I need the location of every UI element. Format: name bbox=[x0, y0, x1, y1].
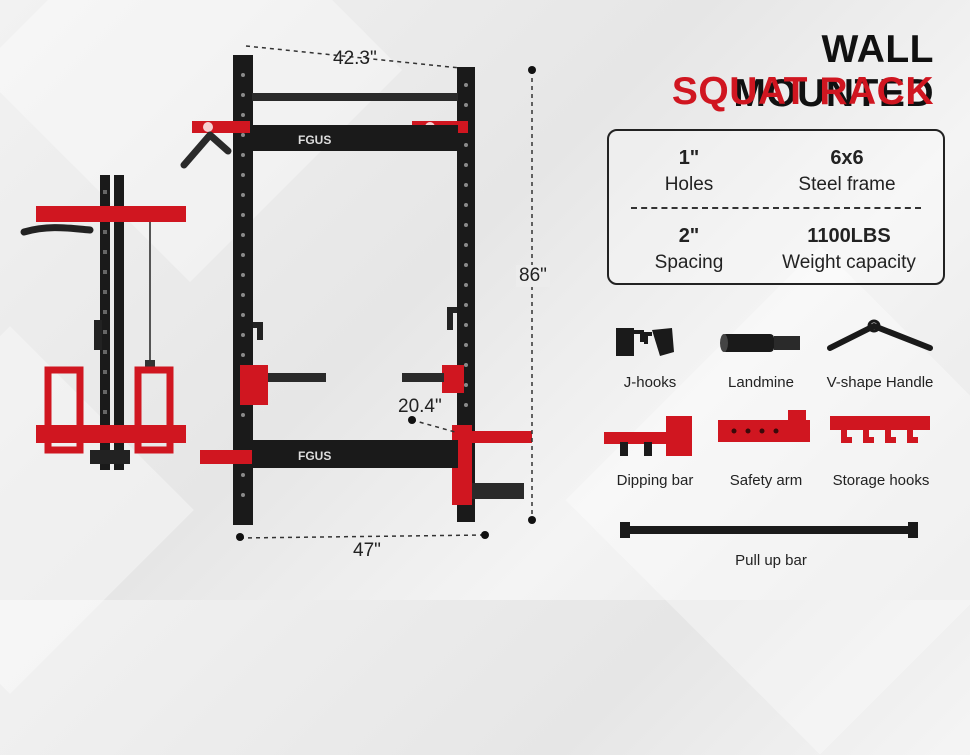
j-hooks-image bbox=[616, 328, 674, 356]
spec-weight-capacity: 1100LBS Weight capacity bbox=[769, 225, 929, 274]
dimension-dot bbox=[481, 531, 489, 539]
spec-holes: 1" Holes bbox=[639, 147, 739, 196]
dimension-height: 86" bbox=[516, 265, 550, 287]
title-line-2: SQUAT RACK bbox=[671, 70, 934, 113]
rack-front-view-image: FGUS FGUS bbox=[180, 55, 532, 525]
spec-box: 1" Holes 6x6 Steel frame 2" Spacing 1100… bbox=[607, 129, 945, 285]
spec-steel-frame: 6x6 Steel frame bbox=[777, 147, 917, 196]
safety-arm-image bbox=[718, 410, 810, 442]
dimension-top-width: 42.3" bbox=[333, 48, 377, 69]
spec-label: Weight capacity bbox=[782, 252, 916, 273]
accessory-label-j-hooks: J-hooks bbox=[623, 374, 677, 391]
spec-value: 6x6 bbox=[830, 147, 864, 169]
v-shape-handle-image bbox=[827, 319, 933, 351]
accessory-label-pull-up-bar: Pull up bar bbox=[735, 552, 807, 569]
accessory-label-safety-arm: Safety arm bbox=[729, 472, 803, 489]
rack-side-view-image bbox=[20, 175, 186, 470]
spec-divider bbox=[631, 207, 921, 209]
title-line-1: WALL MOUNTED bbox=[733, 28, 934, 115]
spec-label: Spacing bbox=[654, 252, 724, 273]
spec-spacing: 2" Spacing bbox=[639, 225, 739, 274]
dimension-bottom-width: 47" bbox=[353, 540, 381, 561]
accessory-label-storage-hooks: Storage hooks bbox=[832, 472, 930, 489]
dimension-dot bbox=[528, 516, 536, 524]
spec-label: Holes bbox=[664, 174, 714, 195]
dimension-dot bbox=[528, 66, 536, 74]
storage-hooks-image bbox=[830, 416, 930, 443]
dimension-depth: 20.4" bbox=[398, 396, 442, 417]
accessory-label-v-shape-handle: V-shape Handle bbox=[826, 374, 934, 391]
spec-value: 1" bbox=[678, 147, 700, 169]
accessory-label-dipping-bar: Dipping bar bbox=[616, 472, 694, 489]
dimension-dot bbox=[408, 416, 416, 424]
spec-label: Steel frame bbox=[798, 174, 896, 195]
dimension-dot bbox=[236, 533, 244, 541]
brand-logo-top: FGUS bbox=[298, 133, 331, 147]
accessory-label-landmine: Landmine bbox=[728, 374, 794, 391]
brand-logo-bottom: FGUS bbox=[298, 449, 331, 463]
pull-up-bar-image bbox=[620, 522, 918, 538]
spec-value: 2" bbox=[678, 225, 700, 247]
dimension-lines bbox=[239, 45, 533, 539]
spec-value: 1100LBS bbox=[807, 225, 891, 247]
dipping-bar-image bbox=[604, 416, 692, 456]
landmine-image bbox=[720, 334, 800, 352]
